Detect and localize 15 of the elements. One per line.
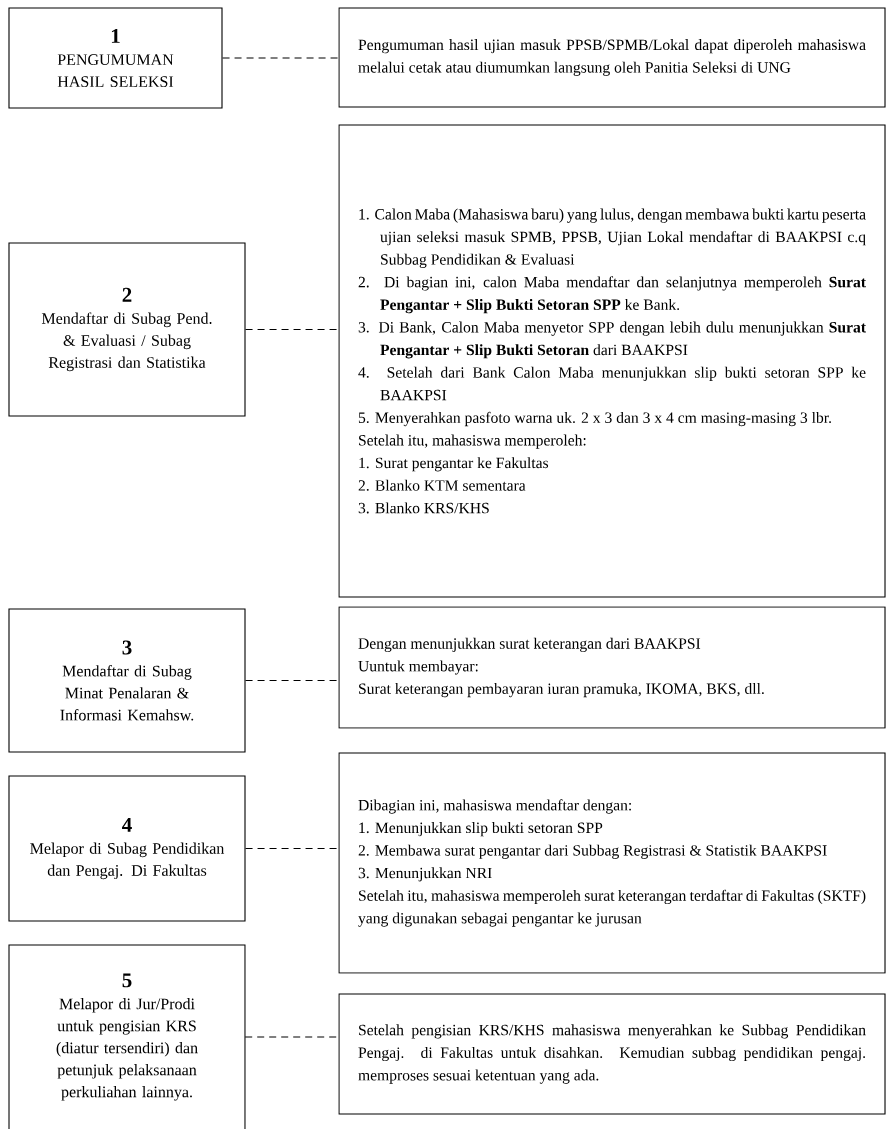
connector-line [244,1036,339,1038]
step-box: 1 PENGUMUMAN HASIL SELEKSI [8,7,223,109]
description-box: Dengan menunjukkan surat keterangan dari BAAKPSI Uuntuk membayar: Surat keterangan pembayaran iuran pramuka, IKOMA, BKS, dll. [338,606,886,729]
step-box: 5 Melapor di Jur/Prodi untuk pengisian KRS (diatur tersendiri) dan petunjuk pelaksanaan perkuliahan lainnya. [8,944,246,1129]
description-box: Dibagian ini, mahasiswa mendaftar dengan: 1. Menunjukkan slip bukti setoran SPP 2. Membawa surat pengantar dari Subbag Registrasi & Statistik BAAKPSI 3. Menunjukkan NRI Setelah itu, mahasiswa memperoleh surat keterangan terdaftar di Fakultas (SKTF) yang digunakan sebagai pengantar ke jurusan [338,752,886,974]
description-box: 1. Calon Maba (Mahasiswa baru) yang lulus, dengan membawa bukti kartu peserta ujian seleksi masuk SPMB, PPSB, Ujian Lokal mendaftar di BAAKPSI c.q Subbag Pendidikan & Evaluasi 2. Di bagian ini, calon Maba mendaftar dan selanjutnya memperoleh Surat Pengantar + Slip Bukti Setoran SPP ke Bank. 3. Di Bank, Calon Maba menyetor SPP dengan lebih dulu menunjukkan Surat Pengantar + Slip Bukti Setoran dari BAAKPSI 4. Setelah dari Bank Calon Maba menunjukkan slip bukti setoran SPP ke BAAKPSI 5. Menyerahkan pasfoto warna uk. 2 x 3 dan 3 x 4 cm masing-masing 3 lbr. Setelah itu, mahasiswa memperoleh: 1. Surat pengantar ke Fakultas 2. Blanko KTM sementara 3. Blanko KRS/KHS [338,124,886,598]
connector-line [245,848,339,849]
step-box: 4 Melapor di Subag Pendidikan dan Pengaj. Di Fakultas [8,775,246,922]
description-box: Pengumuman hasil ujian masuk PPSB/SPMB/Lokal dapat diperoleh mahasiswa melalui cetak atau diumumkan langsung oleh Panitia Seleksi di UNG [338,7,886,108]
step-box: 2 Mendaftar di Subag Pend. & Evaluasi / Subag Registrasi dan Statistika [8,242,246,417]
connector-line [222,57,339,59]
description-box: Setelah pengisian KRS/KHS mahasiswa menyerahkan ke Subbag Pendidikan Pengaj. di Fakultas untuk disahkan. Kemudian subbag pendidikan pengaj. memproses sesuai ketentuan yang ada. [338,993,886,1115]
step-box: 3 Mendaftar di Subag Minat Penalaran & Informasi Kemahsw. [8,608,246,753]
connector-line [245,680,339,681]
connector-line [245,329,339,330]
